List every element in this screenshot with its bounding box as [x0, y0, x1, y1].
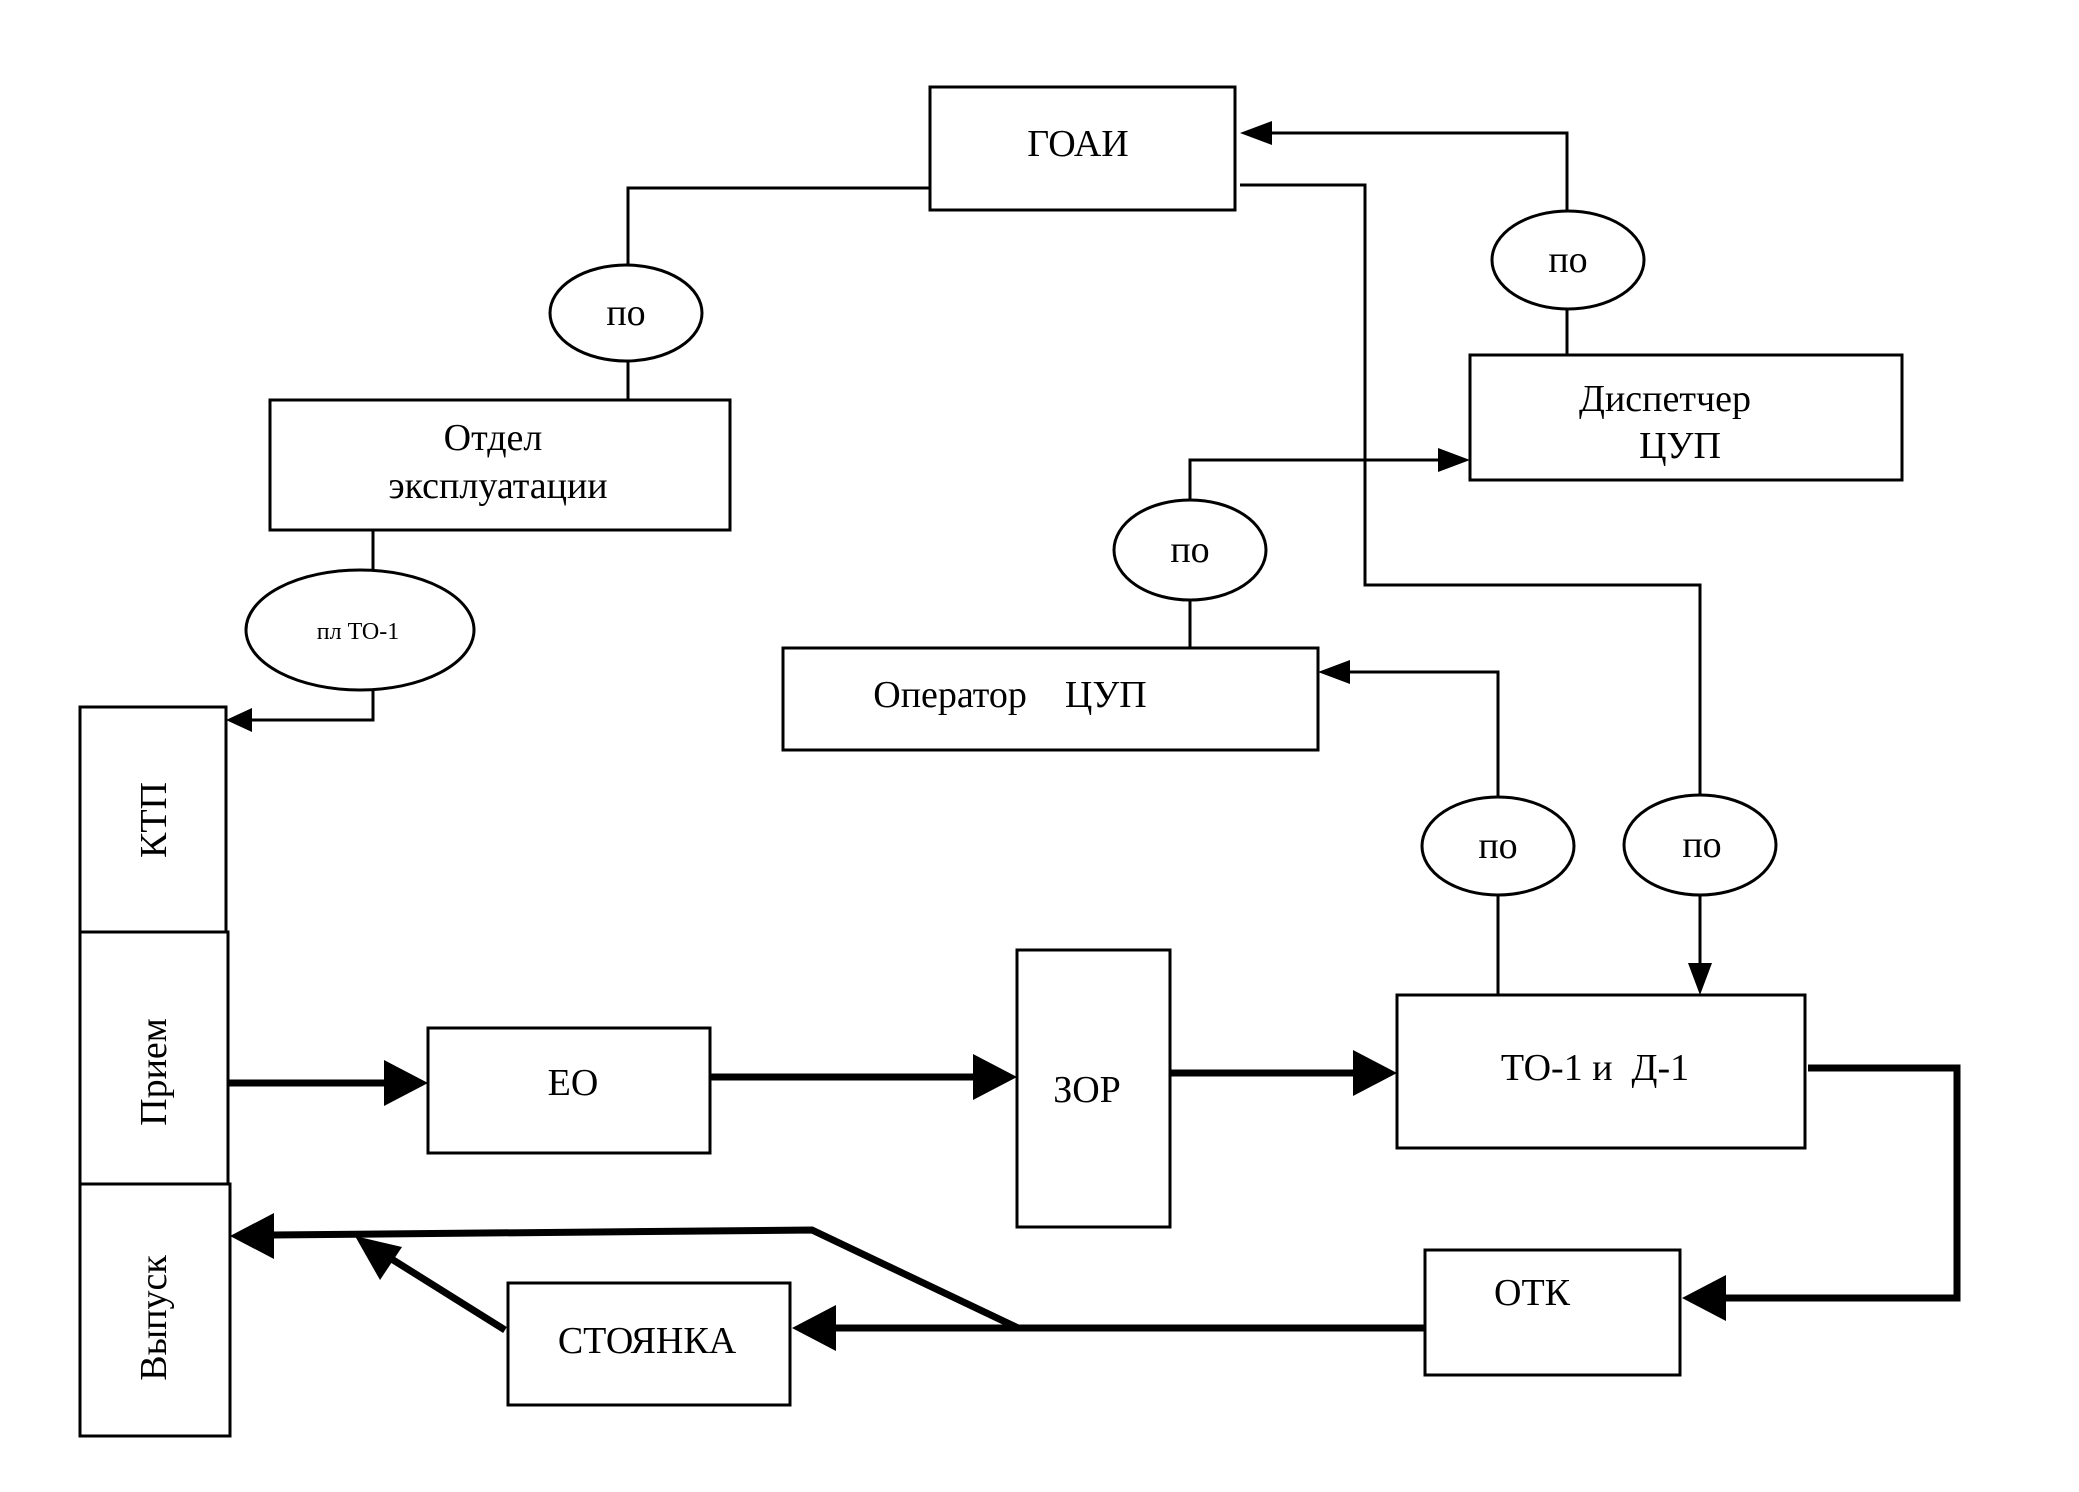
arrowhead-operator [1318, 660, 1350, 684]
arrowhead-vypusk-2 [355, 1236, 402, 1280]
oval-pl-to1: пл ТО-1 [244, 568, 476, 692]
connector-po-dispatcher [1188, 458, 1440, 500]
vypusk-box: Выпуск [78, 1182, 232, 1438]
arrowhead-vypusk [230, 1213, 274, 1259]
stoyanka-box: СТОЯНКА [506, 1281, 792, 1407]
flow-stoyanka-vypusk [388, 1255, 507, 1333]
connector-goai-to1 [1240, 183, 1702, 795]
connector-po-goai [1270, 131, 1569, 210]
arrowhead-zor [973, 1054, 1017, 1100]
dispatcher-box: Диспетчер ЦУП [1468, 353, 1904, 482]
connector-po-operator [1350, 670, 1500, 797]
to1-label: ТО-1 и Д-1 [1501, 1047, 1689, 1089]
goai-box: ГОАИ [928, 85, 1237, 212]
priem-label: Прием [133, 1018, 175, 1126]
otk-box: ОТК [1423, 1248, 1682, 1377]
ktp-label: КТП [133, 782, 175, 858]
otdel-label-2: эксплуатации [388, 465, 607, 507]
otk-label: ОТК [1494, 1272, 1571, 1314]
goai-label: ГОАИ [1027, 123, 1128, 165]
vypusk-label: Выпуск [133, 1255, 175, 1381]
arrowhead-stoyanka [792, 1305, 836, 1351]
dispatcher-label-1: Диспетчер [1579, 378, 1751, 420]
operator-label: Оператор ЦУП [873, 674, 1146, 716]
zor-box: ЗОР [1015, 948, 1172, 1229]
arrowhead-dispatcher [1438, 448, 1470, 472]
arrowhead-to1-flow [1353, 1050, 1397, 1096]
arrowhead-ktp [226, 708, 252, 732]
stoyanka-label: СТОЯНКА [558, 1320, 737, 1362]
eo-label: ЕО [548, 1062, 599, 1104]
to1-box: ТО-1 и Д-1 [1395, 993, 1807, 1150]
oval-po-goai-otdel: по [548, 263, 704, 363]
arrowhead-goai [1240, 121, 1272, 145]
operator-box: Оператор ЦУП [781, 646, 1320, 752]
otdel-label-1: Отдел [444, 417, 543, 459]
oval-po-label: по [1682, 824, 1721, 866]
zor-label: ЗОР [1053, 1069, 1121, 1111]
arrowhead-otk [1682, 1275, 1726, 1321]
oval-pl-to1-label: пл ТО-1 [317, 619, 400, 645]
eo-box: ЕО [426, 1026, 712, 1155]
oval-po-goai-to1: по [1622, 793, 1778, 897]
ktp-box: КТП [78, 705, 228, 934]
arrowhead-to1 [1688, 963, 1712, 995]
oval-po-label: по [1548, 239, 1587, 281]
otdel-box: Отдел эксплуатации [268, 398, 732, 532]
connector-plto1-ktp [250, 690, 375, 722]
oval-po-operator-dispatcher: по [1112, 498, 1268, 602]
oval-po-to1-operator: по [1420, 795, 1576, 897]
oval-po-label: по [1478, 825, 1517, 867]
oval-po-label: по [1170, 529, 1209, 571]
oval-po-dispatcher-goai: по [1490, 209, 1646, 311]
dispatcher-label-2: ЦУП [1639, 425, 1721, 467]
priem-box: Прием [78, 930, 230, 1186]
flow-otk-vypusk [271, 1226, 1020, 1332]
arrowhead-eo [384, 1060, 428, 1106]
connector-goai-otdel [626, 186, 930, 265]
flow-to1-otk [1725, 1064, 1961, 1302]
oval-po-label: по [606, 292, 645, 334]
